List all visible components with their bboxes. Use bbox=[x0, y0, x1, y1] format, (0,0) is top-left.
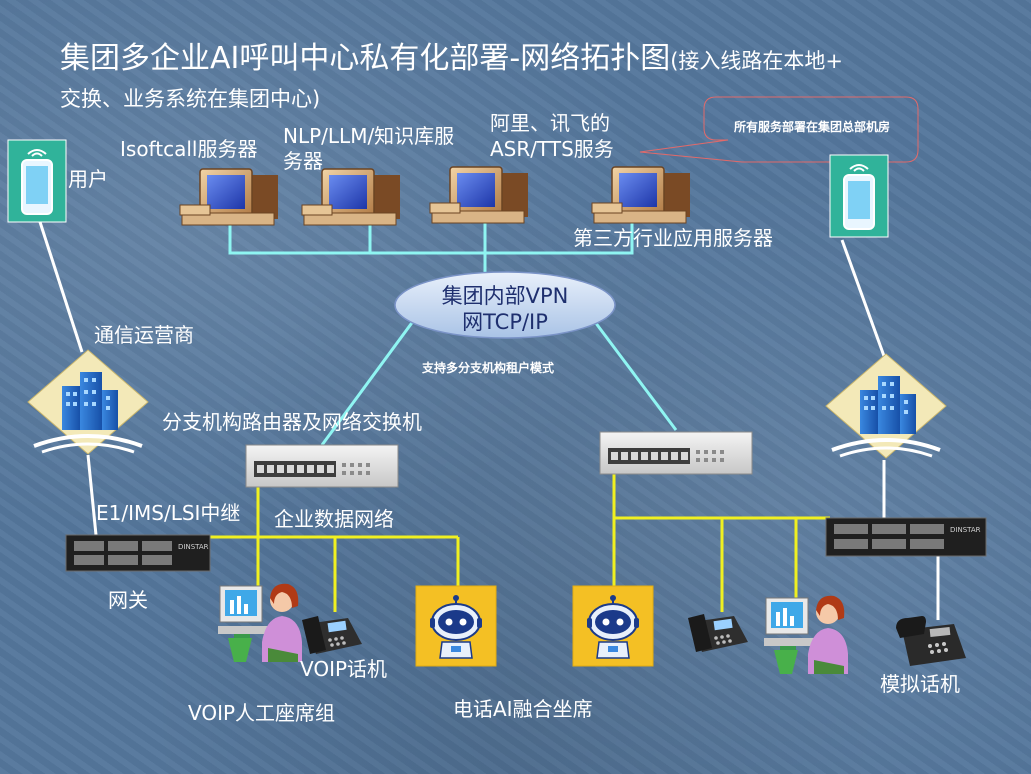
carrier-building-left-icon bbox=[27, 349, 149, 455]
title-line2: 交换、业务系统在集团中心) bbox=[60, 87, 321, 111]
multi-branch-note: 支持多分支机构租户模式 bbox=[422, 361, 555, 375]
server-nlp-llm bbox=[301, 168, 400, 226]
vpn-cloud-shape bbox=[394, 271, 616, 339]
callout-text: 所有服务部署在集团总部机房 bbox=[733, 120, 890, 134]
branch-router-label: 分支机构路由器及网络交换机 bbox=[162, 410, 422, 434]
user-phone-right-icon bbox=[829, 154, 889, 238]
ai-robot-left-icon bbox=[415, 585, 497, 667]
gateway-left-brand: DINSTAR bbox=[178, 543, 209, 551]
server-nlp-label-line2: 务器 bbox=[283, 149, 323, 173]
agent-left-icon bbox=[218, 583, 302, 662]
gateway-label: 网关 bbox=[108, 588, 148, 612]
vpn-to-branch-left-link bbox=[320, 304, 427, 446]
trunk-label: E1/IMS/LSI中继 bbox=[96, 501, 241, 525]
voip-phone-left-icon bbox=[302, 616, 362, 654]
carrier-label: 通信运营商 bbox=[94, 323, 194, 347]
voip-phone-right-icon bbox=[688, 614, 748, 652]
server-third-party bbox=[591, 166, 690, 224]
title-suffix: (接入线路在本地+ bbox=[670, 49, 843, 73]
vpn-cloud-line1: 集团内部VPN bbox=[441, 284, 569, 308]
gateway-right-brand: DINSTAR bbox=[950, 526, 981, 534]
ai-robot-right-icon bbox=[572, 585, 654, 667]
analog-phone-label: 模拟话机 bbox=[880, 672, 960, 696]
voip-phone-label: VOIP话机 bbox=[300, 657, 388, 681]
phone-links bbox=[38, 221, 940, 620]
page-title: 集团多企业AI呼叫中心私有化部署-网络拓扑图(接入线路在本地+ bbox=[60, 40, 990, 80]
user-label: 用户 bbox=[68, 167, 108, 191]
carrier-building-right-icon bbox=[825, 353, 947, 459]
callout-bubble bbox=[639, 96, 919, 163]
server-isoftcall bbox=[179, 168, 278, 226]
server-asr-label-line2: ASR/TTS服务 bbox=[490, 137, 614, 161]
gateway-right-icon: DINSTAR bbox=[825, 517, 987, 557]
server-third-party-label: 第三方行业应用服务器 bbox=[573, 226, 773, 250]
server-nlp-label-line1: NLP/LLM/知识库服 bbox=[283, 124, 455, 148]
user-right-to-carrier-link bbox=[840, 239, 886, 357]
network-links bbox=[228, 222, 678, 446]
branch-switch-left-icon bbox=[245, 444, 399, 488]
vpn-cloud-line2: 网TCP/IP bbox=[462, 310, 548, 334]
gateway-left-icon: DINSTAR bbox=[65, 534, 211, 572]
title-main: 集团多企业AI呼叫中心私有化部署-网络拓扑图 bbox=[60, 41, 671, 76]
analog-phone-icon bbox=[896, 616, 966, 666]
server-isoftcall-label: Isoftcall服务器 bbox=[120, 137, 258, 161]
server-bus-link bbox=[228, 222, 634, 255]
user-phone-left-icon bbox=[7, 139, 67, 223]
vpn-to-branch-right-link bbox=[590, 317, 678, 431]
vpn-cloud-label: 集团内部VPN 网TCP/IP bbox=[400, 283, 610, 335]
carrier-left-to-gateway-link bbox=[86, 454, 98, 536]
voip-agent-group-label: VOIP人工座席组 bbox=[188, 701, 336, 725]
user-left-to-carrier-link bbox=[38, 221, 84, 353]
server-asr-tts bbox=[429, 166, 528, 224]
agent-right-icon bbox=[764, 595, 848, 674]
enterprise-network-label: 企业数据网络 bbox=[274, 507, 394, 531]
ai-agent-label: 电话AI融合坐席 bbox=[453, 697, 593, 721]
branch-switch-right-icon bbox=[599, 431, 753, 475]
server-asr-label-line1: 阿里、讯飞的 bbox=[490, 111, 610, 135]
